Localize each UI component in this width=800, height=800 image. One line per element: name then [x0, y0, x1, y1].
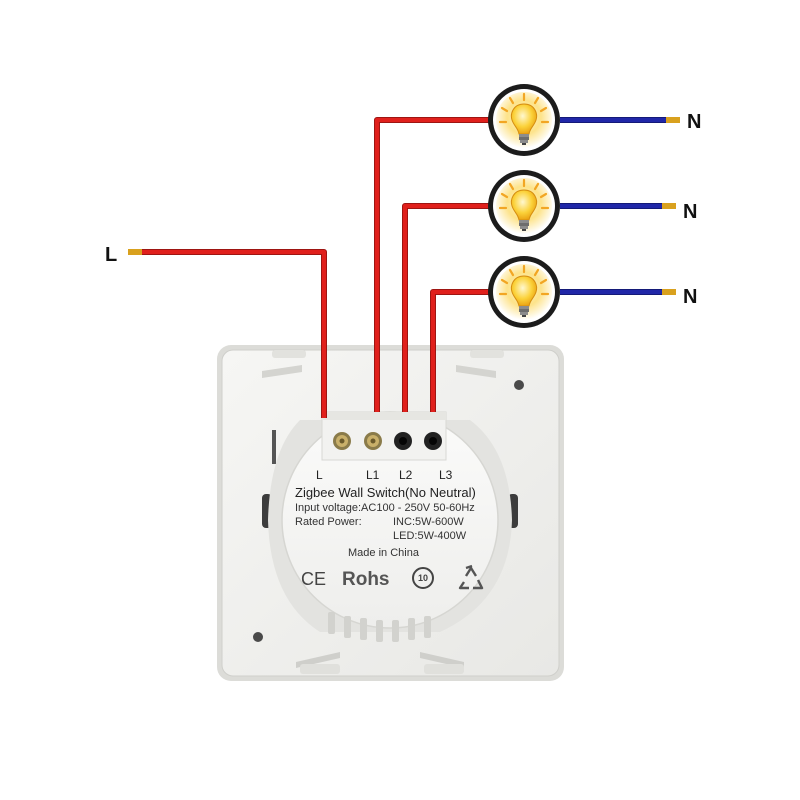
origin-text: Made in China [348, 547, 420, 559]
terminal-label-l3: L3 [439, 468, 453, 482]
terminal-screw-l1 [364, 432, 382, 450]
rated-power-label: Rated Power: [295, 516, 362, 528]
rated-power-led: LED:5W-400W [393, 530, 467, 542]
rohs-mark: Rohs [342, 569, 390, 590]
wire-tip-l [128, 249, 142, 255]
switch-module [268, 411, 512, 642]
lamps [488, 84, 560, 328]
wires [128, 117, 680, 418]
light-bulb-icon [488, 170, 560, 242]
terminal-label-l: L [316, 468, 323, 482]
wire-tip-n1 [666, 117, 680, 123]
ce-mark: CE [301, 569, 326, 589]
terminal-label-l1: L1 [366, 468, 380, 482]
terminal-label-l2: L2 [399, 468, 413, 482]
mounting-hole [253, 632, 263, 642]
neutral-label-3: N [683, 286, 697, 308]
device-title: Zigbee Wall Switch(No Neutral) [295, 485, 476, 500]
recycle-icon [458, 564, 484, 590]
lifetime-mark-number: 10 [418, 573, 428, 583]
terminal-screws [333, 432, 442, 450]
light-bulb-icon [488, 84, 560, 156]
lifetime-mark-icon: 10 [412, 567, 434, 589]
terminal-screw-l2 [394, 432, 412, 450]
input-voltage-text: Input voltage:AC100 - 250V 50-60Hz [295, 502, 475, 514]
rated-power-inc: INC:5W-600W [393, 516, 464, 528]
neutral-label-2: N [683, 201, 697, 223]
mounting-hole [514, 380, 524, 390]
terminal-screw-l [333, 432, 351, 450]
wire-tip-n2 [662, 203, 676, 209]
light-bulb-icon [488, 256, 560, 328]
neutral-label-1: N [687, 111, 701, 133]
live-input-label: L [105, 244, 117, 266]
wire-tip-n3 [662, 289, 676, 295]
terminal-screw-l3 [424, 432, 442, 450]
